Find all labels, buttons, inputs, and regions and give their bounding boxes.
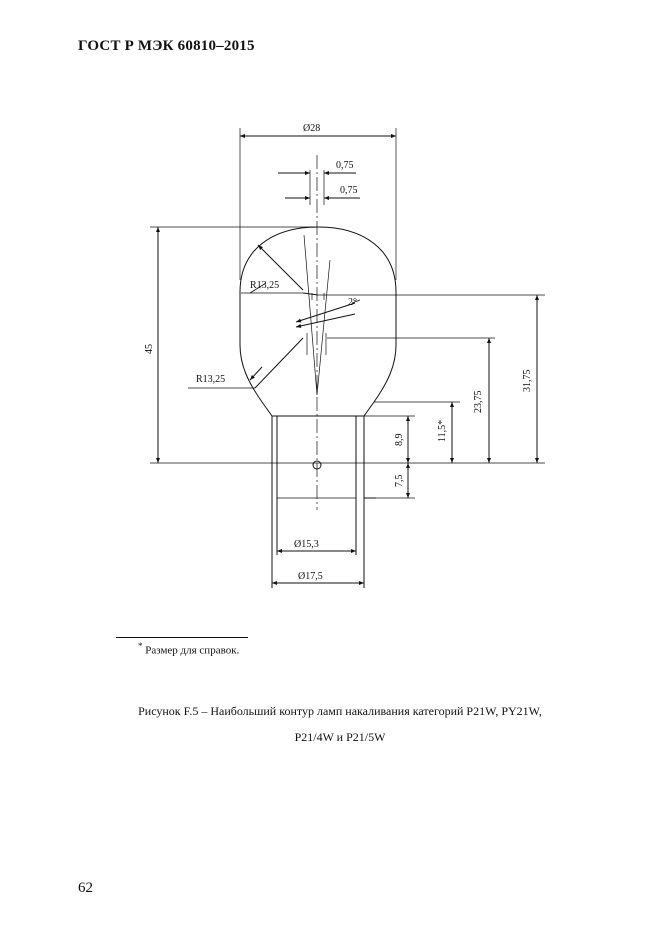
dim-diameter-28: Ø28 — [303, 123, 320, 134]
page-number: 62 — [78, 880, 93, 896]
footnote-rule — [116, 637, 248, 638]
dim-angle: 2° — [348, 297, 357, 308]
dim-radius-lower: R13,25 — [196, 374, 225, 385]
figure-caption: Рисунок F.5 – Наибольший контур ламп нак… — [100, 698, 580, 750]
dim-height-23-75: 23,75 — [473, 391, 484, 414]
dim-height-45: 45 — [144, 344, 155, 354]
lamp-base — [271, 415, 365, 588]
dim-width-075-bottom: 0,75 — [340, 185, 358, 196]
dim-height-11-5: 11,5* — [437, 420, 448, 442]
caption-line-1: Рисунок F.5 – Наибольший контур ламп нак… — [138, 704, 542, 718]
dim-width-075-top: 0,75 — [336, 160, 354, 171]
footnote: * Размер для справок. — [138, 641, 239, 657]
footnote-mark: * — [138, 641, 143, 651]
caption-line-2: P21/4W и P21/5W — [294, 730, 386, 744]
footnote-text: Размер для справок. — [145, 644, 240, 657]
dim-radius-upper: R13,25 — [250, 280, 279, 291]
document-header: ГОСТ Р МЭК 60810–2015 — [78, 38, 255, 54]
dim-height-7-5: 7,5 — [394, 475, 405, 488]
dim-diameter-15-3: Ø15,3 — [294, 539, 319, 550]
dim-height-31-75: 31,75 — [522, 370, 533, 393]
dim-diameter-17-5: Ø17,5 — [298, 571, 323, 582]
dim-height-8-9: 8,9 — [394, 434, 405, 447]
